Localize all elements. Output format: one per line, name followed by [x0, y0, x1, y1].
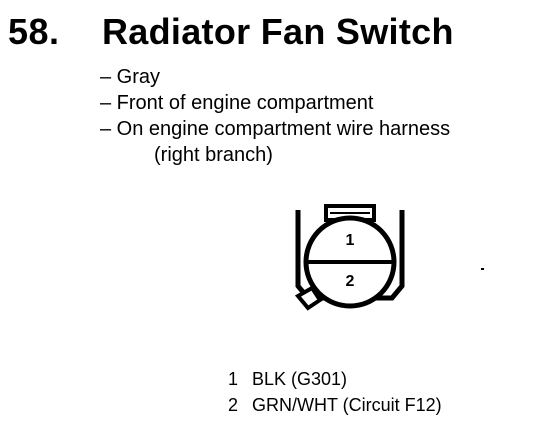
connector-diagram-icon: 1 2 [294, 204, 405, 311]
pin-description: GRN/WHT (Circuit F12) [252, 395, 442, 415]
component-notes: – Gray – Front of engine compartment – O… [100, 64, 550, 168]
pin-label-2: 2 [346, 273, 355, 290]
pin-number: 2 [228, 395, 239, 415]
connector-key [294, 285, 323, 311]
page-title: 58. Radiator Fan Switch [8, 10, 548, 54]
pin-assignments: 1 BLK (G301) 2 GRN/WHT (Circuit F12) [228, 366, 442, 418]
scan-speck [481, 268, 484, 270]
note-harness: – On engine compartment wire harness [100, 118, 451, 140]
note-location: – Front of engine compartment [100, 92, 374, 114]
pin-label-1: 1 [346, 232, 355, 249]
pin-description: BLK (G301) [252, 369, 348, 389]
pin-number: 1 [228, 369, 239, 389]
section-number: 58. [8, 11, 60, 52]
pin-row: 2 GRN/WHT (Circuit F12) [228, 392, 442, 418]
component-title: Radiator Fan Switch [102, 11, 454, 52]
note-color: – Gray [100, 66, 161, 88]
note-harness-branch: (right branch) [154, 144, 273, 166]
pin-row: 1 BLK (G301) [228, 366, 442, 392]
